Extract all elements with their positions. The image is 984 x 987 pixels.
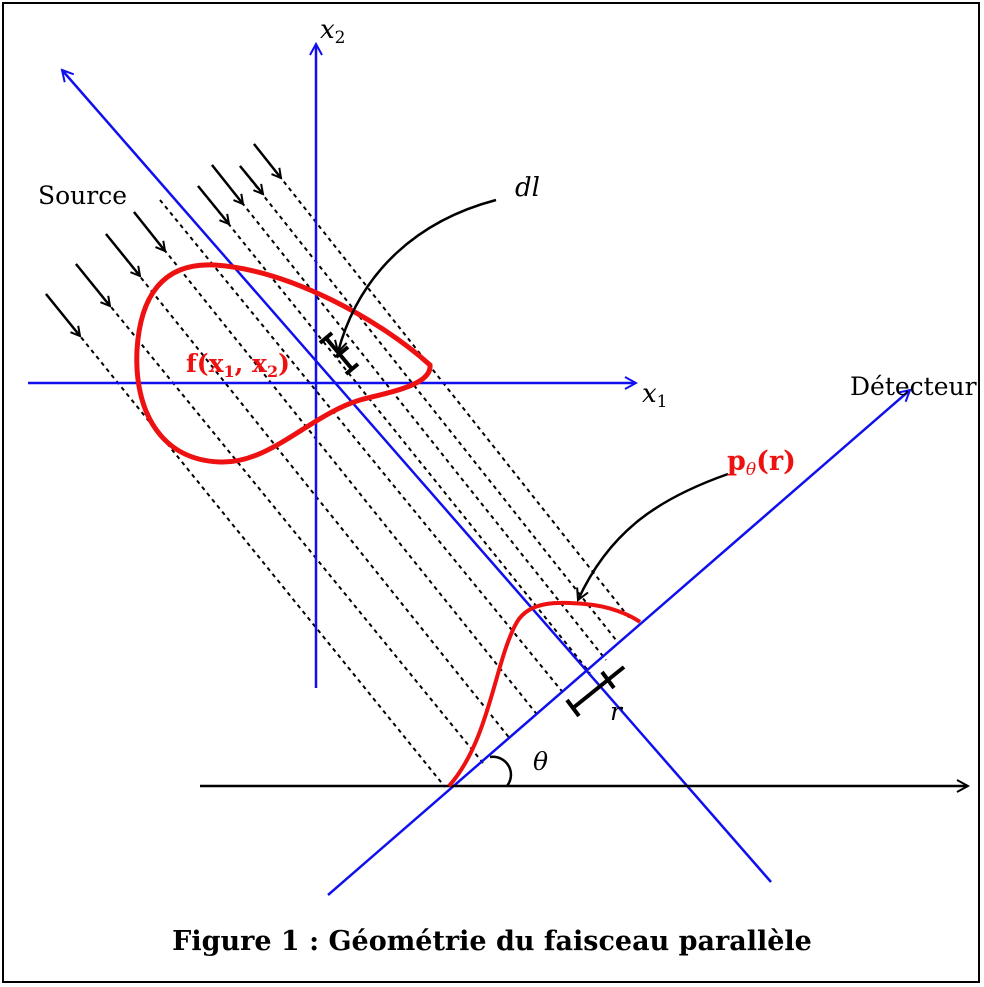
source-arrow-2	[75, 263, 110, 306]
f-function-label: f(x1, x2)	[186, 349, 290, 381]
source-arrow-5	[197, 185, 229, 224]
ray-direction-axis	[62, 70, 772, 883]
parallel-rays	[45, 143, 632, 788]
r-label: r	[610, 697, 624, 726]
ray-7	[211, 164, 607, 661]
ray-4	[133, 211, 540, 718]
ray-3	[105, 233, 512, 741]
projection-curve	[447, 600, 642, 788]
source-arrow-7	[239, 165, 263, 194]
source-arrow-4	[133, 211, 165, 251]
source-arrow-6	[211, 164, 243, 204]
ray-9	[253, 143, 632, 621]
ray-1	[45, 293, 446, 788]
dl-pointer-arrow	[338, 198, 497, 352]
p-theta-label: pθ(r)	[727, 446, 796, 480]
dl-label: dl	[515, 173, 540, 203]
source-label: Source	[38, 181, 127, 210]
source-arrows	[45, 143, 281, 336]
figure-caption: Figure 1 : Géométrie du faisceau parallè…	[172, 926, 812, 957]
ray-8	[239, 165, 617, 641]
source-arrow-1	[45, 293, 80, 336]
blue-axes	[28, 44, 910, 896]
ray-5	[159, 199, 566, 696]
p-pointer-arrow	[578, 472, 729, 600]
ray-6	[197, 185, 591, 674]
detector-axis	[327, 390, 910, 896]
object-contour	[134, 262, 433, 465]
x2-label: x2	[320, 15, 346, 48]
source-arrow-3	[105, 233, 140, 276]
x1-label: x1	[642, 379, 668, 412]
dl-segment	[318, 331, 360, 376]
r-segment	[565, 665, 626, 718]
theta-arc	[489, 755, 513, 787]
detector-label: Détecteur	[850, 372, 977, 401]
ray-2	[75, 263, 484, 764]
theta-label: θ	[533, 747, 548, 776]
source-arrow-8	[253, 143, 281, 178]
